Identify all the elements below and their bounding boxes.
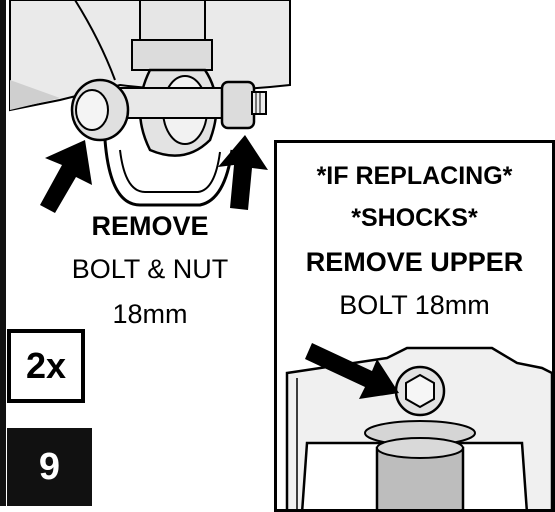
size-text: 18mm bbox=[112, 299, 188, 329]
step-number-badge: 9 bbox=[7, 428, 92, 506]
quantity-badge: 2x bbox=[7, 329, 85, 403]
left-border-bar bbox=[0, 0, 6, 506]
lower-strap bbox=[103, 139, 234, 207]
frame-shadow bbox=[10, 80, 60, 110]
shock-rod bbox=[139, 0, 206, 41]
callout-line-1: *IF REPLACING* bbox=[316, 162, 513, 190]
upper-mount-illustration bbox=[285, 343, 552, 509]
frame-edge bbox=[74, 0, 116, 81]
callout-line-4: BOLT 18mm bbox=[339, 290, 490, 320]
arrow-icon bbox=[40, 140, 92, 213]
bolt-thread bbox=[251, 91, 267, 115]
bolt-nut-text: BOLT & NUT bbox=[71, 254, 229, 284]
nut bbox=[220, 80, 256, 130]
callout-line-2: *SHOCKS* bbox=[351, 204, 478, 232]
arrow-icon bbox=[218, 135, 268, 210]
upper-bolt-head bbox=[405, 373, 435, 409]
bolt-head-face bbox=[75, 89, 109, 131]
bolt-shaft bbox=[109, 87, 241, 119]
shock-collar bbox=[131, 39, 213, 71]
replacing-shocks-callout: *IF REPLACING* *SHOCKS* REMOVE UPPER BOL… bbox=[274, 140, 555, 512]
remove-heading: REMOVE bbox=[91, 211, 209, 241]
callout-line-3: REMOVE UPPER bbox=[305, 247, 524, 277]
arrow-icon bbox=[305, 343, 399, 399]
